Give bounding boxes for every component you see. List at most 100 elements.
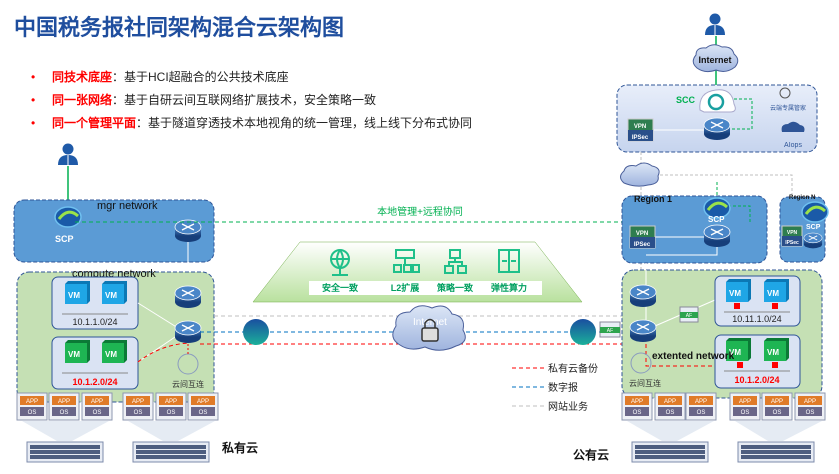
svg-text:同技术底座：基于HCI超融合的公共技术底座: 同技术底座：基于HCI超融合的公共技术底座 (52, 69, 289, 84)
scp-label: SCP (55, 234, 74, 244)
internet-cloud-icon (692, 44, 739, 73)
vm-instance: APP OS (761, 392, 793, 421)
server-rack-icon (737, 441, 815, 463)
vm-instance: APP OS (122, 392, 154, 421)
af-label: AF (607, 328, 613, 334)
vm-label: VM (105, 291, 117, 300)
vm-label: VM (729, 289, 741, 298)
interconnect-label: 云间互连 (629, 378, 661, 388)
vpn-ipsec-icon (781, 225, 803, 247)
vm-instance: APP OS (685, 392, 717, 421)
feature-label: 弹性算力 (491, 282, 527, 293)
os-label: OS (167, 410, 176, 416)
os-label: OS (666, 410, 675, 416)
legend-label: 私有云备份 (548, 362, 598, 375)
public-cloud-label: 公有云 (573, 447, 609, 462)
os-label: OS (60, 410, 69, 416)
svg-text:•: • (31, 93, 35, 107)
router-icon (174, 320, 202, 344)
region1-label: Region 1 (634, 194, 672, 204)
private-cloud: mgr network SCP compute network VM VM 10… (13, 143, 258, 455)
router-icon (629, 319, 657, 343)
bullet-key: 同一个管理平面 (52, 115, 136, 130)
page-title: 中国税务报社同架构混合云架构图 (14, 15, 344, 40)
subnet-label: 10.1.2.0/24 (72, 377, 117, 387)
server-rack-icon (631, 441, 709, 463)
svg-text:•: • (31, 70, 35, 84)
scp-label: SCP (806, 224, 821, 231)
legend: 私有云备份 数字报 网站业务 (512, 362, 598, 413)
os-label: OS (134, 410, 143, 416)
internet-label: Internet (698, 55, 731, 65)
vm-label: VM (68, 350, 80, 359)
app-label: APP (695, 399, 707, 405)
app-label: APP (664, 399, 676, 405)
scc-logo-icon (699, 89, 736, 113)
app-label: APP (631, 399, 643, 405)
os-label: OS (773, 410, 782, 416)
os-label: OS (697, 410, 706, 416)
bullet-list: • 同技术底座：基于HCI超融合的公共技术底座 • 同一张网络：基于自研云间互联… (31, 69, 472, 130)
feature-label: 安全一致 (322, 282, 359, 293)
vpn-label: VPN (636, 231, 648, 237)
vm-label: VM (767, 289, 779, 298)
router-icon (703, 117, 731, 141)
vm-instance: APP OS (48, 392, 80, 421)
feature-label: 策略一致 (436, 282, 474, 293)
app-label: APP (197, 399, 209, 405)
aiops-label: AIops (784, 142, 802, 149)
app-label: APP (26, 399, 38, 405)
af-label: AF (686, 313, 692, 319)
af-firewall-icon (679, 306, 699, 323)
subnet-label: 10.11.1.0/24 (732, 314, 781, 324)
app-label: APP (91, 399, 103, 405)
internet-cloud-icon: Internet (392, 305, 466, 351)
cloud-interconnect-icon (630, 352, 652, 374)
ipsec-label: IPSec (785, 240, 799, 246)
vm-label: VM (105, 350, 117, 359)
ipsec-label: IPSec (632, 135, 649, 141)
svg-text:同一张网络：基于自研云间互联网络扩展技术，安全策略一致: 同一张网络：基于自研云间互联网络扩展技术，安全策略一致 (52, 92, 376, 107)
app-label: APP (771, 399, 783, 405)
scc-label: SCC (676, 95, 696, 105)
butler-label: 云端专属管家 (770, 104, 806, 112)
center-links: 本地管理+远程协同 安全一致 L2扩展 策略一致 弹性算力 Internet (75, 205, 722, 413)
mgmt-label: 本地管理+远程协同 (377, 205, 463, 218)
vpn-label: VPN (634, 124, 646, 130)
bullet-text: ：基于隧道穿透技术本地视角的统一管理，线上线下分布式协同 (136, 115, 472, 130)
legend-label: 数字报 (548, 381, 578, 394)
os-label: OS (741, 410, 750, 416)
router-icon (803, 232, 823, 249)
l2-extension-icon (393, 249, 420, 273)
mgr-network-label: mgr network (97, 200, 158, 212)
private-cloud-label: 私有云 (221, 440, 258, 455)
svg-text:•: • (31, 116, 35, 130)
regionN-label: Region N (789, 195, 815, 201)
vm-label: VM (68, 291, 80, 300)
vm-instance: APP OS (654, 392, 686, 421)
app-label: APP (132, 399, 144, 405)
bullet-key: 同技术底座 (52, 69, 112, 84)
feature-label: L2扩展 (391, 282, 420, 293)
region1-box (621, 195, 768, 264)
router-icon (174, 285, 202, 309)
af-firewall-icon (599, 321, 621, 338)
internet-label: Internet (413, 317, 447, 328)
app-label: APP (58, 399, 70, 405)
internet-cloud-icon (620, 162, 660, 187)
bullet-key: 同一张网络 (52, 92, 112, 107)
vm-label: VM (767, 348, 779, 357)
vpn-label: VPN (787, 230, 798, 236)
server-rack-icon (26, 441, 104, 463)
